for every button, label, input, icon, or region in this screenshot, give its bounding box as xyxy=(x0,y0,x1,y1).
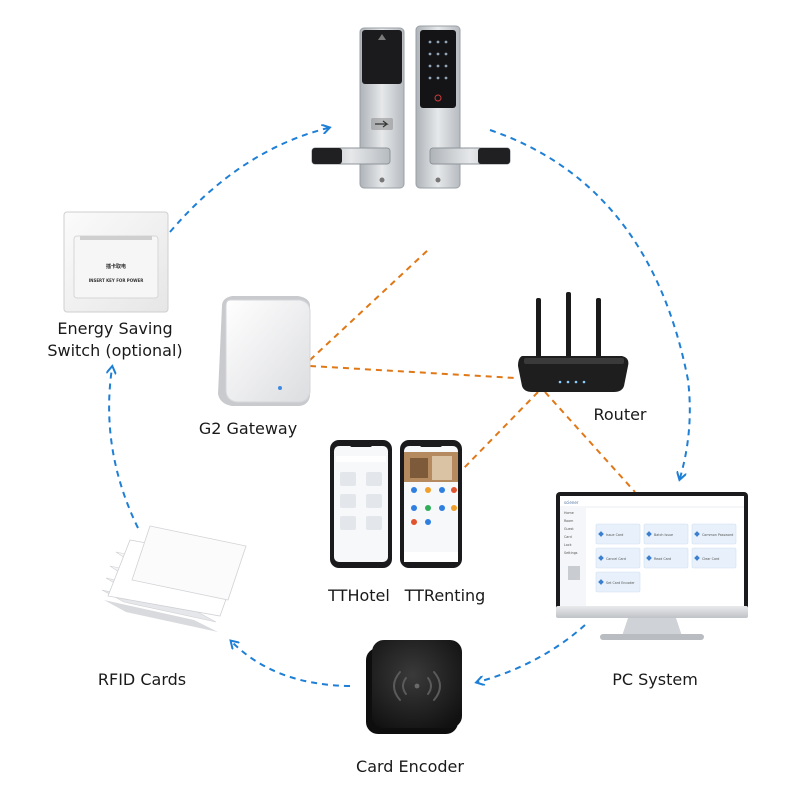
pc-tile xyxy=(595,571,641,593)
arrow-pc-to-encoder xyxy=(478,624,586,682)
label-ttrenting: TTRenting xyxy=(404,586,486,605)
rfid-card-stack-icon xyxy=(101,525,247,632)
arrow-cards-to-switch xyxy=(109,368,139,529)
pc-tile xyxy=(595,523,641,545)
pc-sidebar-item: Guest xyxy=(564,527,574,531)
pc-tile xyxy=(643,547,689,569)
pc-tile xyxy=(691,523,737,545)
pc-tile-label: Common Password xyxy=(702,533,733,537)
network-links xyxy=(309,249,636,493)
label-energy-line-1: Energy Saving xyxy=(57,319,173,338)
label-energy-saving-switch: Energy Saving Switch (optional) xyxy=(40,318,190,362)
energy-saving-switch-icon: 插卡取电 INSERT KEY FOR POWER xyxy=(63,211,169,313)
router-icon xyxy=(518,292,629,392)
pc-sidebar-item: Card xyxy=(564,535,572,539)
pc-tile-icon xyxy=(694,531,700,537)
label-tthotel: TTHotel xyxy=(328,586,390,605)
link-router-to-phones xyxy=(461,391,539,471)
pc-tile-icon xyxy=(646,531,652,537)
smartphone-icon xyxy=(330,440,462,568)
pc-tile xyxy=(643,523,689,545)
pc-tile xyxy=(595,547,641,569)
pc-sidebar-item: Room xyxy=(564,519,573,523)
pc-tile-icon xyxy=(598,531,604,537)
pc-tile-label: Cancel Card xyxy=(606,557,626,561)
pc-tile-label: Set Card Encoder xyxy=(606,581,635,585)
arrow-lock-to-pc xyxy=(489,129,691,478)
pc-tile-label: Read Card xyxy=(654,557,671,561)
pc-tile-icon xyxy=(598,555,604,561)
pc-tile-icon xyxy=(598,579,604,585)
link-router-to-pc xyxy=(544,391,636,493)
label-rfid-cards: RFID Cards xyxy=(97,670,187,689)
pc-tile-icon xyxy=(694,555,700,561)
pc-tile-icon xyxy=(646,555,652,561)
arrow-encoder-to-cards xyxy=(232,642,351,687)
pc-tile xyxy=(691,547,737,569)
label-energy-line-2: Switch (optional) xyxy=(47,341,183,360)
door-lock-pair-icon xyxy=(311,25,511,189)
pc-tile-label: Batch Issue xyxy=(654,533,673,537)
wireless-flow-arrows xyxy=(109,128,691,687)
label-pc-system: PC System xyxy=(612,670,698,689)
pc-sidebar-item: Lock xyxy=(564,543,572,547)
pc-screen-brand: sciener xyxy=(564,500,579,505)
pc-tile-label: Clear Card xyxy=(702,557,719,561)
pc-sidebar-item: Settings xyxy=(564,551,578,555)
link-gateway-to-lock xyxy=(309,249,429,361)
switch-plate-text-2: INSERT KEY FOR POWER xyxy=(89,278,144,283)
link-gateway-to-router xyxy=(309,365,516,379)
label-card-encoder: Card Encoder xyxy=(356,757,464,776)
card-encoder-icon xyxy=(366,640,462,734)
label-gateway: G2 Gateway xyxy=(198,419,298,438)
gateway-device-icon xyxy=(218,296,311,406)
switch-plate-text-1: 插卡取电 xyxy=(106,263,126,270)
arrow-switch-to-lock xyxy=(169,128,328,233)
pc-sidebar-item: Home xyxy=(564,511,574,515)
pc-tile-label: Issue Card xyxy=(606,533,623,537)
label-router: Router xyxy=(593,405,647,424)
